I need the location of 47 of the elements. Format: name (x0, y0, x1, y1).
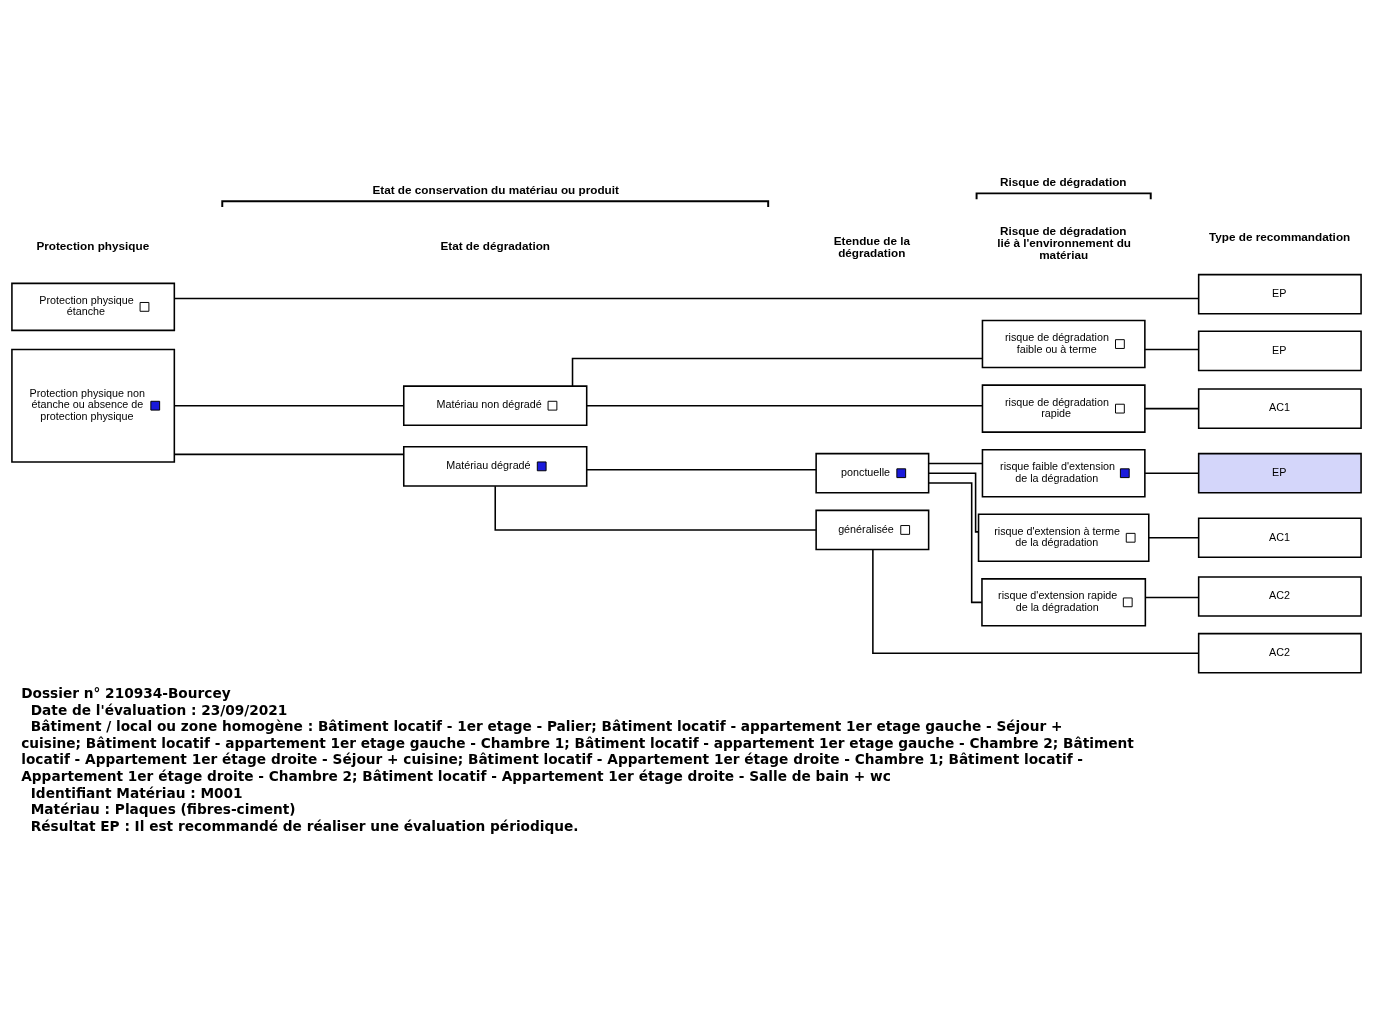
label: Etendue de la dégradation (833, 233, 911, 259)
label: Protection physique (36, 238, 150, 252)
connector (1144, 348, 1200, 350)
label: Risque de dégradation lié à l'environnement du matériau (997, 223, 1131, 261)
connector (1148, 536, 1200, 539)
connector (872, 548, 1200, 654)
connector (571, 357, 984, 387)
label: Etat de dégradation (440, 238, 550, 252)
node-box: Protection physique étanche (11, 282, 176, 331)
node-box: Matériau dégradé (402, 445, 588, 487)
node-box: généralisée (815, 509, 930, 550)
node-box: risque d'extension à terme de la dégradation (977, 513, 1150, 562)
connector (586, 404, 984, 406)
connector (173, 297, 1200, 299)
node-box: risque de dégradation rapide (981, 383, 1146, 433)
label: Matériau : Plaques (fibres-ciment) (30, 800, 296, 817)
connector (173, 404, 405, 406)
label: Date de l'évaluation : 23/09/2021 (30, 701, 288, 718)
node-box: AC1 (1197, 387, 1362, 429)
connector (586, 468, 817, 471)
connector (494, 484, 817, 531)
label: Identifiant Matériau : M001 (30, 784, 243, 801)
node-box: risque de dégradation faible ou à terme (981, 319, 1146, 368)
node-box: Protection physique non étanche ou absence de protection physique (11, 348, 176, 463)
label: Résultat EP : Il est recommandé de réaliser une évaluation périodique. (30, 817, 579, 834)
node-box: AC2 (1197, 632, 1362, 674)
connector (173, 453, 405, 455)
connector (927, 462, 983, 464)
connector (927, 481, 983, 603)
label: Risque de dégradation (1000, 174, 1127, 188)
node-box: ponctuelle (815, 452, 930, 494)
label: Bâtiment / local ou zone homogène : Bâtiment locatif - 1er etage - Palier; Bâtiment locatif - appartement 1er etage gauche - Séjour + cuisine; Bâtiment locatif - appartement 1er etage gauche - Chambre 1; Bâtiment locatif - appartement 1er etage gauche - Chambre 2; Bâtiment locatif - Appartement 1er étage droite - Séjour + cuisine; Bâtiment locatif - Appartement 1er étage droite - Chambre 1; Bâtiment locatif - Appartement 1er étage droite - Chambre 2; Bâtiment locatif - Appartement 1er étage droite - Salle de bain + wc (21, 717, 1134, 784)
node-box: Matériau non dégradé (402, 384, 588, 426)
node-box: risque faible d'extension de la dégradation (981, 448, 1146, 497)
connector (1144, 596, 1200, 598)
node-box: EP (1197, 452, 1362, 494)
connector (1144, 407, 1200, 409)
node-box: AC1 (1197, 516, 1362, 558)
connector (1144, 471, 1200, 474)
node-box: EP (1197, 273, 1362, 314)
label: Type de recommandation (1208, 229, 1351, 243)
node-box: EP (1197, 330, 1362, 371)
label: Dossier n° 210934-Bourcey (21, 684, 231, 701)
node-box: AC2 (1197, 575, 1362, 617)
node-box: risque d'extension rapide de la dégradation (981, 577, 1147, 627)
connector (928, 471, 980, 533)
label: Etat de conservation du matériau ou produit (372, 182, 619, 196)
